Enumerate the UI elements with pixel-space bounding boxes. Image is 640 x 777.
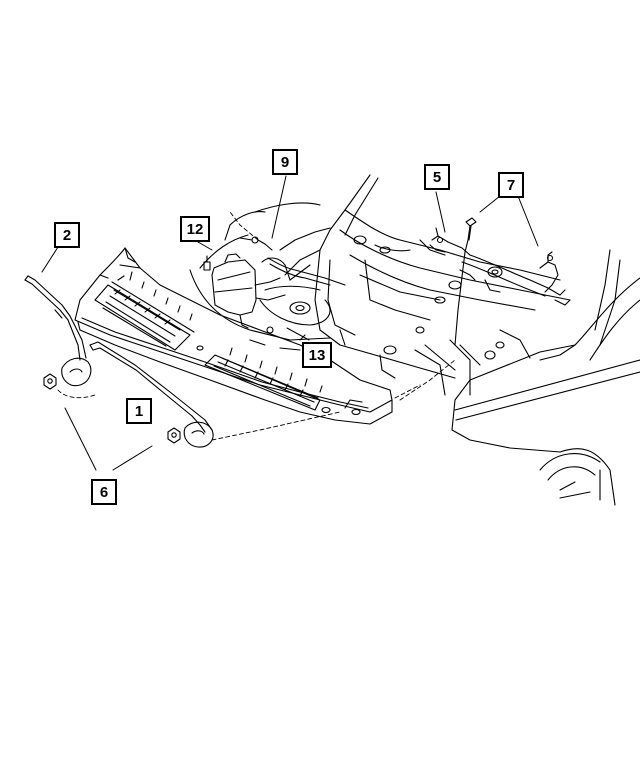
callout-5: 5 xyxy=(424,164,450,190)
firewall-panel xyxy=(315,175,570,395)
callout-13: 13 xyxy=(302,342,332,368)
wiper-arm-left xyxy=(25,276,91,386)
washer-hoses xyxy=(240,228,345,285)
leader-lines xyxy=(42,176,538,470)
wiper-nuts xyxy=(44,374,180,443)
dashed-reference-lines xyxy=(58,212,455,440)
callout-7: 7 xyxy=(498,172,524,198)
wiper-arm-right xyxy=(90,342,213,447)
washer-reservoir xyxy=(204,254,290,328)
callout-1: 1 xyxy=(126,398,152,424)
wiper-linkage xyxy=(430,228,570,305)
callout-6: 6 xyxy=(91,479,117,505)
engine-bay-left xyxy=(190,203,345,350)
vehicle-body-outline xyxy=(452,250,640,505)
callout-2: 2 xyxy=(54,222,80,248)
callout-12: 12 xyxy=(180,216,210,242)
cowl-panel xyxy=(75,248,392,424)
fastener-bolt xyxy=(455,218,476,345)
callout-9: 9 xyxy=(272,149,298,175)
